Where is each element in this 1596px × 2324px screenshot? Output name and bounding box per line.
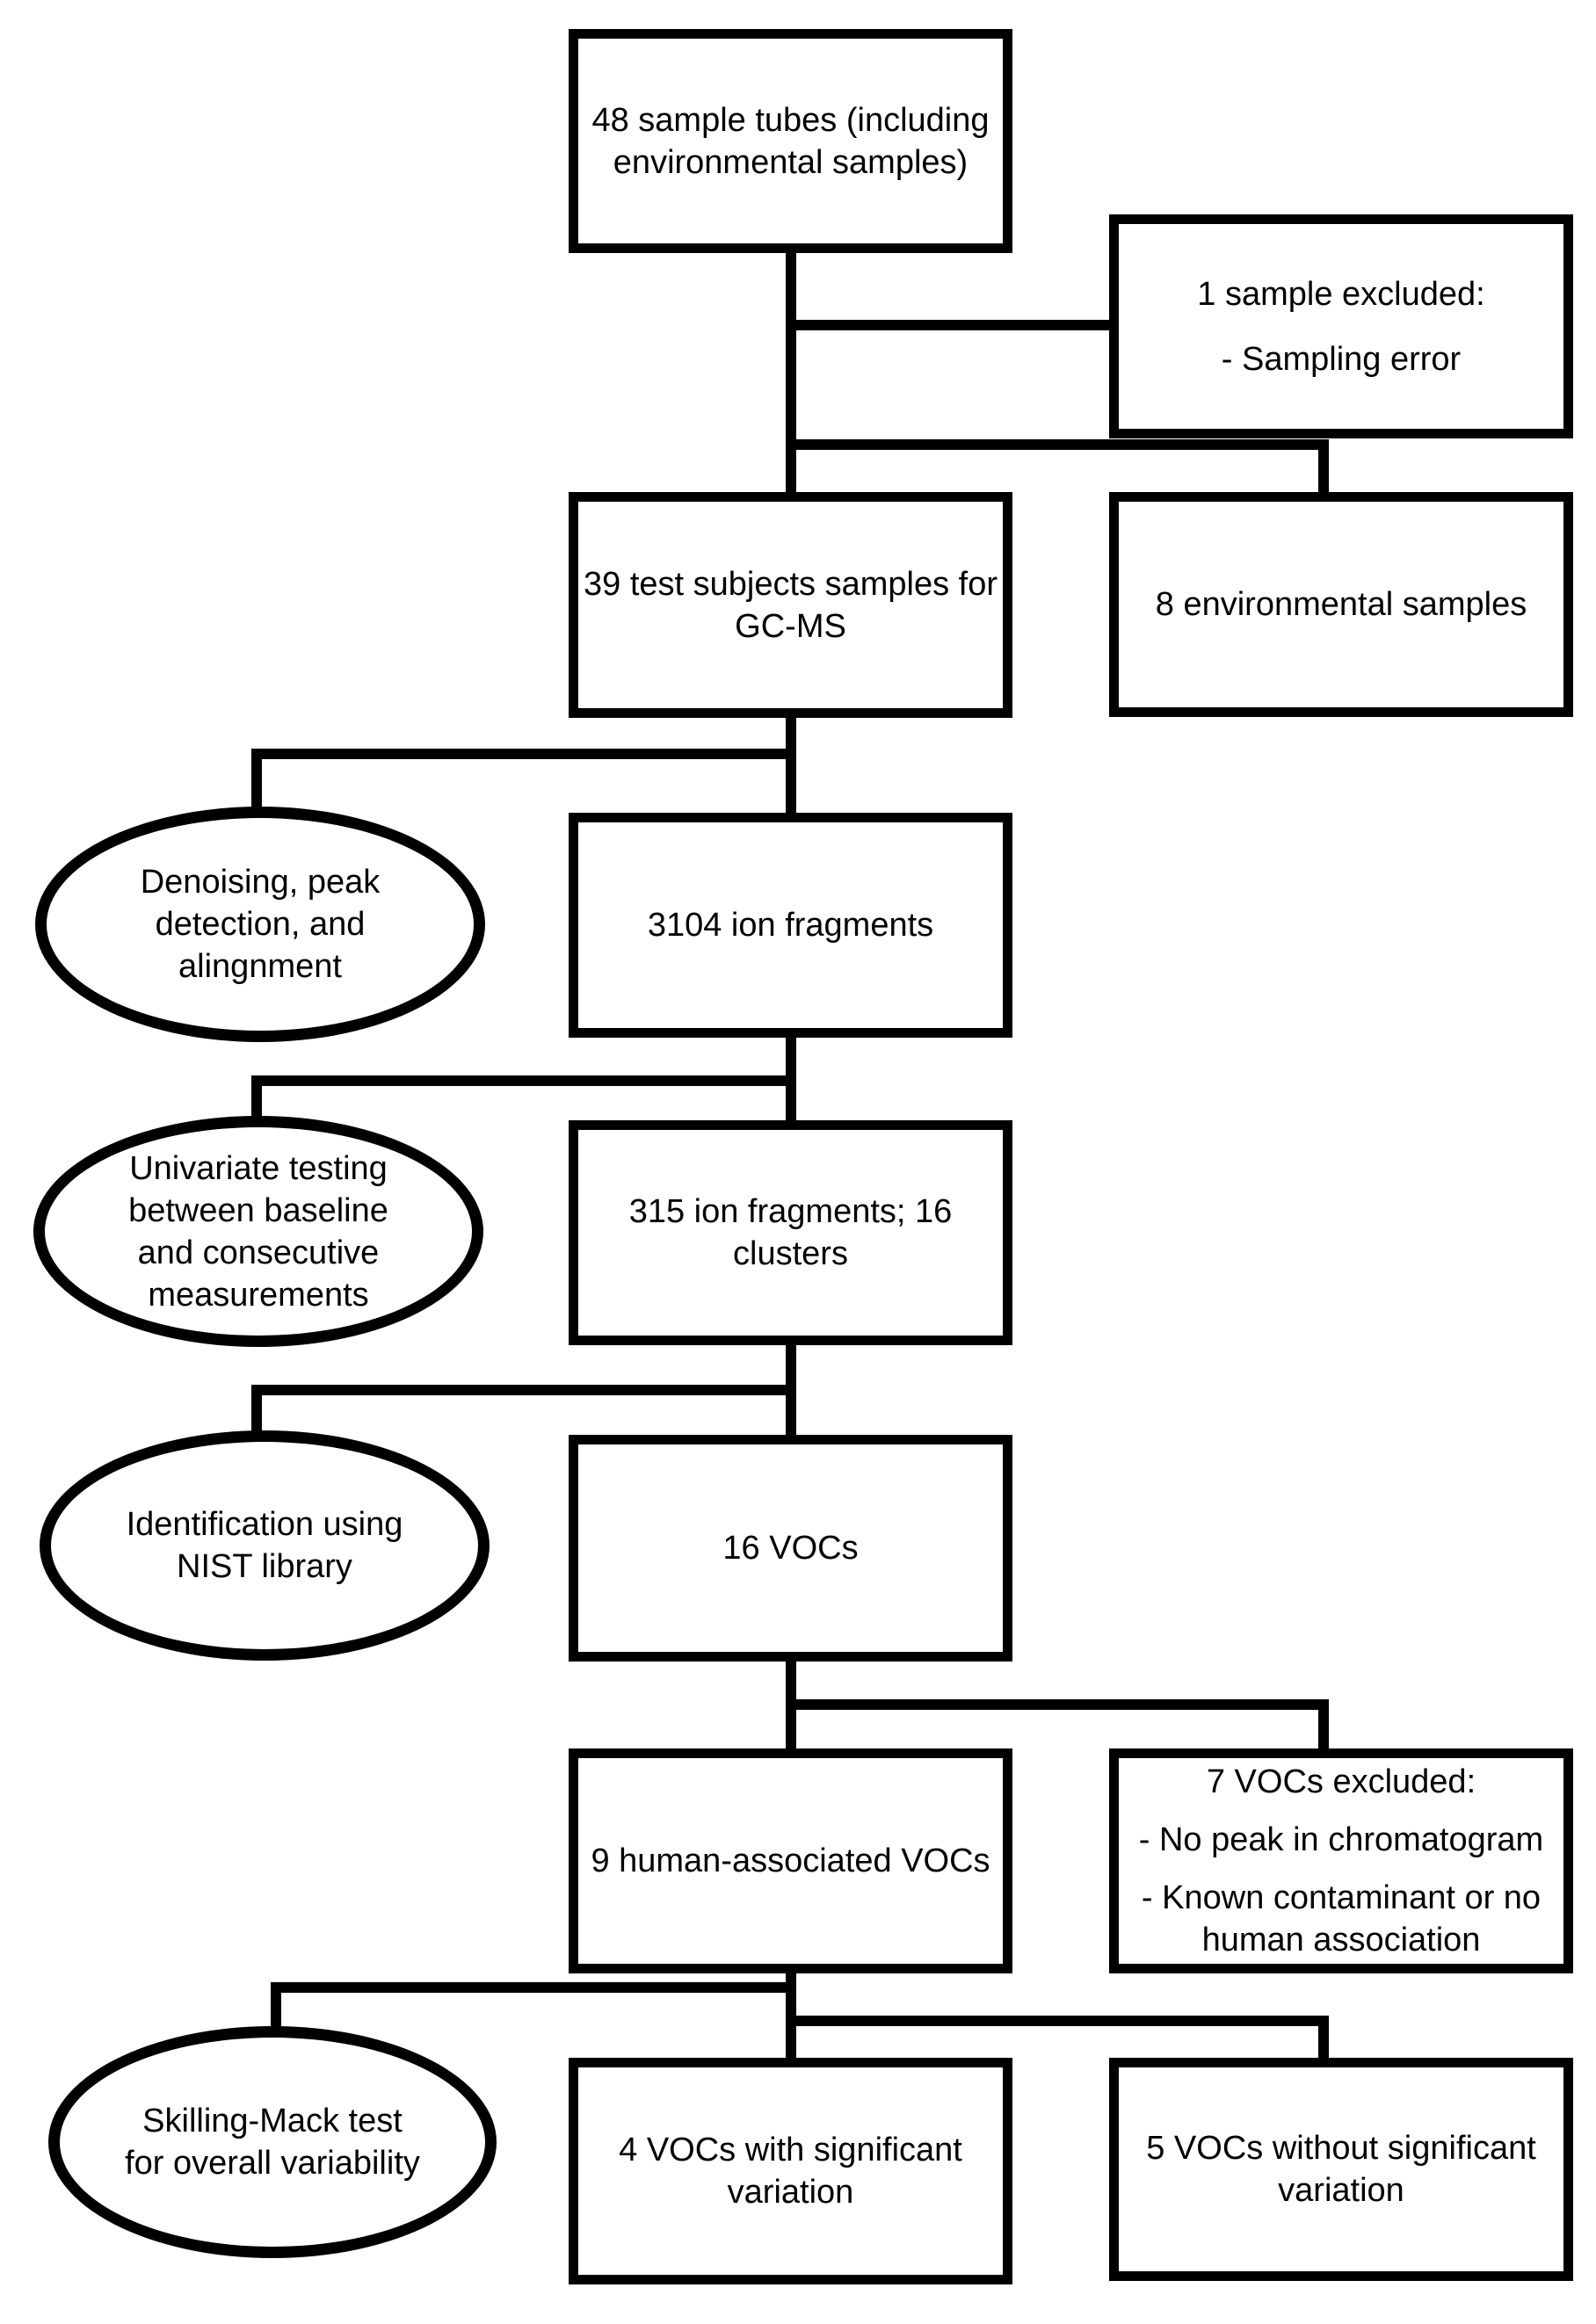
connector-branch-to-identification [251,1385,796,1395]
connector-branch-to-skilling [271,1982,796,1993]
node-9-human-vocs: 9 human-associated VOCs [569,1748,1012,1973]
node-9-human-vocs-label: 9 human-associated VOCs [591,1843,990,1879]
connector-drop-denoising [251,749,262,815]
node-48-sample-tubes: 48 sample tubes (including environmental… [569,29,1012,253]
connector-stem-tubes-to-subjects [786,252,796,494]
node-39-test-subjects: 39 test subjects samples for GC-MS [569,492,1012,718]
node-3104-ion-fragments: 3104 ion fragments [569,813,1012,1038]
node-skilling-mack-step-label: Skilling-Mack test for overall variabili… [125,2103,420,2182]
node-7-vocs-excluded: 7 VOCs excluded: - No peak in chromatogr… [1109,1748,1573,1973]
node-4-significant-vocs-label: 4 VOCs with significant variation [619,2132,962,2211]
connector-branch-to-univariate [251,1075,796,1086]
node-4-significant-vocs: 4 VOCs with significant variation [569,2058,1012,2284]
connector-branch-to-denoising [251,749,796,759]
node-16-vocs: 16 VOCs [569,1435,1012,1662]
node-7-vocs-excluded-title: 7 VOCs excluded: [1206,1763,1476,1800]
node-8-environmental-samples-label: 8 environmental samples [1155,586,1527,623]
node-1-sample-excluded-title: 1 sample excluded: [1197,275,1485,313]
node-8-environmental-samples: 8 environmental samples [1109,492,1573,717]
node-nist-identification-step-label: Identification using NIST library [126,1506,403,1585]
node-7-vocs-excluded-item-1: - No peak in chromatogram [1138,1821,1544,1858]
node-3104-ion-fragments-label: 3104 ion fragments [647,907,934,944]
node-1-sample-excluded: 1 sample excluded: - Sampling error [1109,214,1573,438]
connector-drop-skilling [271,1982,281,2037]
connector-branch-to-5vocs [786,2016,1329,2026]
node-1-sample-excluded-item: - Sampling error [1221,340,1462,378]
node-univariate-testing-step-label: Univariate testing between baseline and … [128,1149,388,1314]
connector-branch-to-environmental [786,439,1329,450]
node-39-test-subjects-label: 39 test subjects samples for GC-MS [584,565,997,645]
node-nist-identification-step: Identification using NIST library [40,1430,490,1661]
connector-branch-to-excluded-vocs [786,1699,1329,1710]
connector-drop-excluded-vocs [1318,1699,1329,1750]
node-5-nonsignificant-vocs-label: 5 VOCs without significant variation [1146,2130,1536,2209]
connector-stem-subjects-to-3104 [786,717,796,814]
node-denoising-step-label: Denoising, peak detection, and alingnmen… [140,864,381,985]
node-315-ion-fragments: 315 ion fragments; 16 clusters [569,1120,1012,1345]
node-denoising-step: Denoising, peak detection, and alingnmen… [35,807,485,1042]
node-7-vocs-excluded-item-2: - Known contaminant or no human associat… [1141,1879,1542,1958]
node-skilling-mack-step: Skilling-Mack test for overall variabili… [48,2026,497,2258]
connector-branch-to-excluded [786,320,1109,330]
node-5-nonsignificant-vocs: 5 VOCs without significant variation [1109,2058,1573,2281]
connector-drop-identification [251,1385,262,1441]
node-univariate-testing-step: Univariate testing between baseline and … [33,1116,483,1347]
node-48-sample-tubes-label: 48 sample tubes (including environmental… [591,101,990,181]
connector-drop-environmental [1318,439,1329,494]
node-16-vocs-label: 16 VOCs [722,1530,859,1567]
connector-drop-5vocs [1318,2016,1329,2060]
connector-drop-univariate [251,1075,262,1126]
node-315-ion-fragments-label: 315 ion fragments; 16 clusters [628,1193,953,1272]
